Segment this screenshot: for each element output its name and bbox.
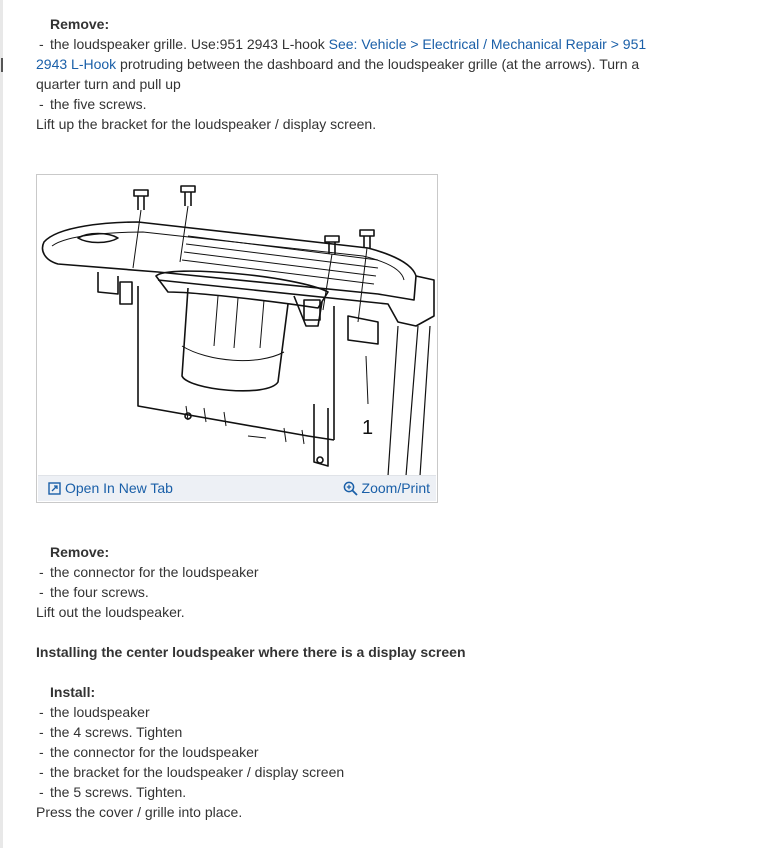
step2-note: Lift out the loudspeaker.	[36, 604, 185, 620]
figure-toolbar: Open In New Tab Zoom/Print	[38, 475, 436, 501]
dash-marker: -	[39, 584, 44, 600]
step1-item2: -the five screws.	[36, 94, 656, 114]
dash-marker: -	[39, 784, 44, 800]
step1-item1: -the loudspeaker grille. Use:951 2943 L-…	[36, 34, 656, 94]
zoom-print-label: Zoom/Print	[361, 480, 430, 496]
dash-marker: -	[39, 96, 44, 112]
loudspeaker-figure: 1 Open In New Tab Zoom/Print	[36, 174, 438, 503]
callout-label: 1	[362, 417, 373, 439]
step2-item1: -the connector for the loudspeaker	[36, 562, 656, 582]
open-in-new-tab-button[interactable]: Open In New Tab	[48, 480, 173, 496]
step3-item-text: the bracket for the loudspeaker / displa…	[50, 764, 345, 780]
step3-item: -the bracket for the loudspeaker / displ…	[36, 762, 656, 782]
step3-item: -the connector for the loudspeaker	[36, 742, 656, 762]
step1-heading: Remove:	[50, 16, 110, 32]
step2-item2-text: the four screws.	[50, 584, 149, 600]
section-title: Installing the center loudspeaker where …	[36, 644, 466, 660]
step1-note: Lift up the bracket for the loudspeaker …	[36, 116, 377, 132]
step3-item-text: the 4 screws. Tighten	[50, 724, 183, 740]
l-hook-link[interactable]: See: Vehicle > Electrical / Mechanical R…	[36, 36, 647, 72]
zoom-in-icon	[343, 481, 358, 496]
step3-item: -the 4 screws. Tighten	[36, 722, 656, 742]
dash-marker: -	[39, 764, 44, 780]
step2-item2: -the four screws.	[36, 582, 656, 602]
step3-item-text: the 5 screws. Tighten.	[50, 784, 187, 800]
step2-item1-text: the connector for the loudspeaker	[50, 564, 259, 580]
left-scroll-edge	[0, 0, 3, 848]
step1-block: Remove: -the loudspeaker grille. Use:951…	[36, 14, 656, 134]
open-in-new-tab-icon	[48, 481, 61, 495]
step3-item-text: the connector for the loudspeaker	[50, 744, 259, 760]
loudspeaker-illustration[interactable]: 1	[38, 176, 436, 476]
zoom-print-button[interactable]: Zoom/Print	[343, 480, 430, 496]
open-in-new-tab-label: Open In New Tab	[65, 480, 173, 496]
step3-note: Press the cover / grille into place.	[36, 804, 243, 820]
step1-item2-text: the five screws.	[50, 96, 147, 112]
step3-item: -the loudspeaker	[36, 702, 656, 722]
step1-item1-text: the loudspeaker grille. Use:951 2943 L-h…	[50, 36, 329, 52]
dash-marker: -	[39, 704, 44, 720]
dash-marker: -	[39, 564, 44, 580]
dash-marker: -	[39, 744, 44, 760]
step2-heading: Remove:	[50, 544, 110, 560]
step3-item-text: the loudspeaker	[50, 704, 150, 720]
step1-item1-text-end: protruding between the dashboard and the…	[36, 56, 640, 92]
steps-block: Remove: -the connector for the loudspeak…	[36, 542, 656, 822]
step3-heading: Install:	[50, 684, 96, 700]
step3-item: -the 5 screws. Tighten.	[36, 782, 656, 802]
dash-marker: -	[39, 724, 44, 740]
dash-marker: -	[39, 36, 44, 52]
left-edge-marker	[1, 58, 3, 72]
